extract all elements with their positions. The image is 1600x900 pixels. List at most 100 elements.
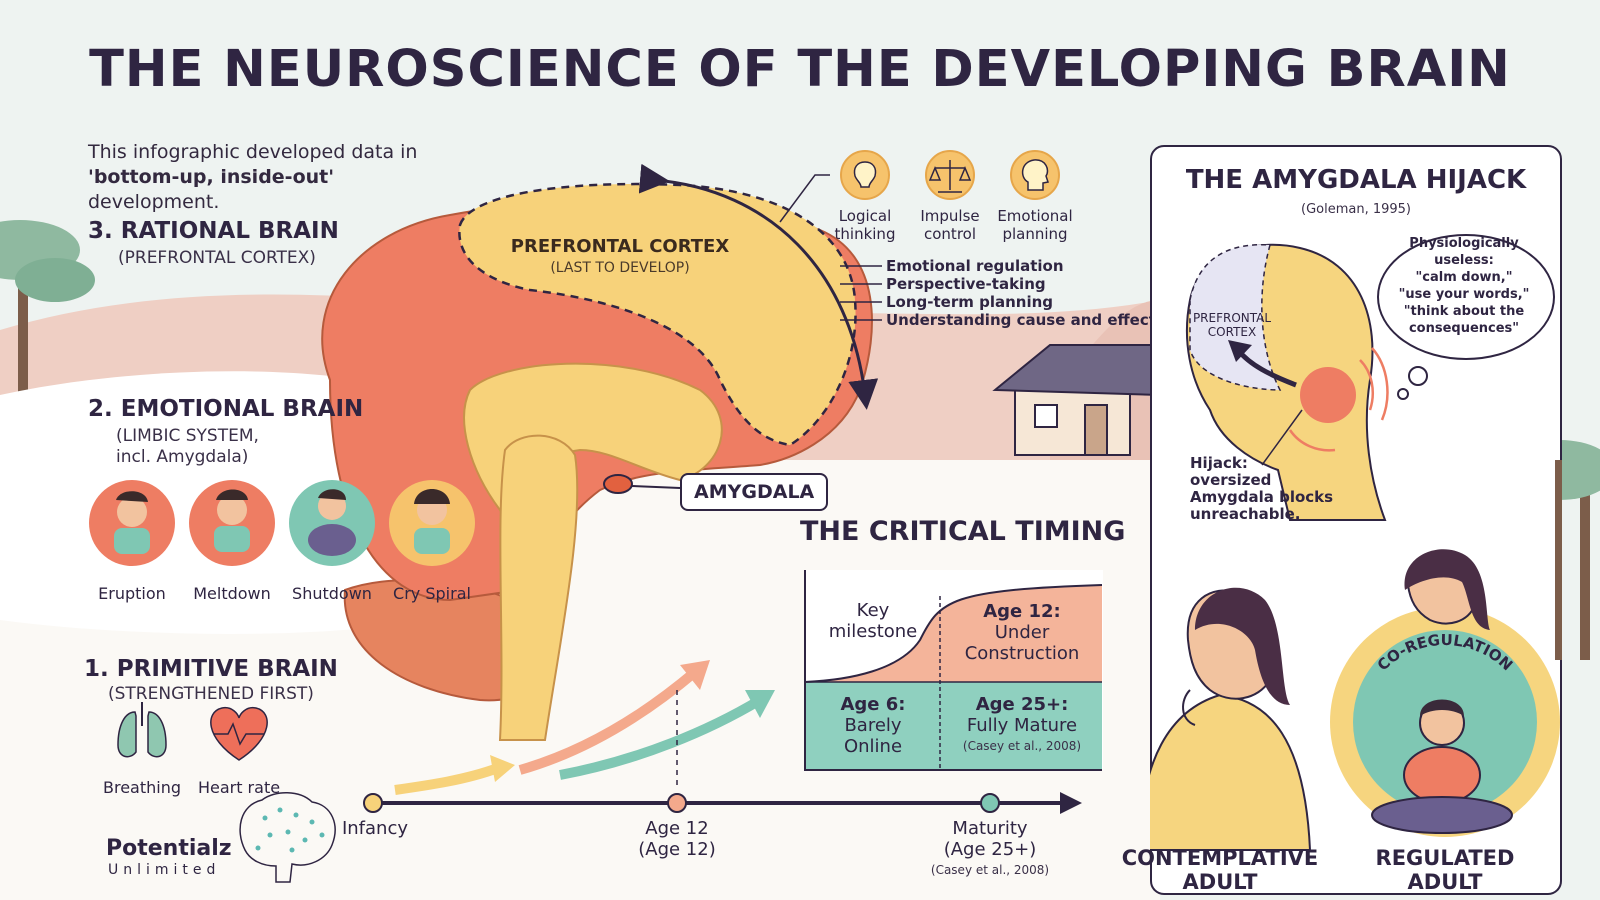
amygdala-label: AMYGDALA: [680, 473, 829, 511]
thought-line-5: "think about the: [1403, 304, 1525, 319]
skill-emotional-line-2: planning: [1002, 225, 1068, 243]
emotional-brain-title: 2. EMOTIONAL BRAIN: [88, 396, 364, 422]
timing-title: THE CRITICAL TIMING: [800, 516, 1126, 547]
logo-name: Potentialz: [106, 836, 232, 861]
thought-line-6: consequences": [1408, 321, 1520, 336]
rational-brain-subtitle: (PREFRONTAL CORTEX): [118, 248, 316, 268]
timing-age12-line-2: Under: [994, 622, 1050, 643]
timing-age6-line-1: Age 6:: [840, 694, 906, 715]
heart-rate-label: Heart rate: [197, 778, 281, 797]
function-item: Emotional regulation: [886, 257, 1064, 275]
logo-brain-icon: [239, 792, 336, 883]
prefrontal-cortex-sub: (LAST TO DEVELOP): [550, 260, 690, 276]
skill-impulse-control: Impulse control: [900, 207, 1000, 243]
hijack-cite: (Goleman, 1995): [1301, 202, 1411, 217]
emotional-subtitle-line-2: incl. Amygdala): [116, 447, 249, 467]
timing-age25-cell: Age 25+: Fully Mature (Casey et al., 200…: [944, 694, 1100, 757]
skill-logical-line-2: thinking: [834, 225, 896, 243]
timing-age12-cell: Age 12: Under Construction: [944, 601, 1100, 664]
thought-line-2: useless:: [1434, 253, 1494, 268]
primitive-brain-title: 1. PRIMITIVE BRAIN: [84, 656, 338, 682]
state-meltdown-label: Meltdown: [193, 584, 271, 603]
regulated-line-2: ADULT: [1407, 870, 1483, 894]
timing-age25-cite: (Casey et al., 2008): [962, 739, 1082, 753]
function-item: Understanding cause and effect: [886, 311, 1156, 329]
state-eruption-label: Eruption: [98, 584, 166, 603]
heart-icon: [210, 706, 268, 761]
development-arrow: [638, 163, 879, 410]
intro-line-2: development.: [88, 191, 220, 213]
timeline-age12-line-1: Age 12: [645, 818, 709, 839]
function-item: Long-term planning: [886, 293, 1054, 311]
hijack-note-line-2: oversized: [1190, 471, 1272, 489]
hijack-note-line-1: Hijack:: [1190, 454, 1248, 472]
thought-bubble-text: Physiologically useless: "calm down," "u…: [1378, 235, 1550, 337]
emotional-subtitle-line-1: (LIMBIC SYSTEM,: [116, 426, 259, 446]
timing-grid: [804, 570, 1103, 771]
breathing-label: Breathing: [102, 778, 181, 797]
prefrontal-cortex-label: PREFRONTAL CORTEX: [510, 236, 730, 257]
timeline-maturity-line-2: (Age 25+): [943, 839, 1037, 860]
timeline-dot-infancy: [363, 793, 383, 813]
hijack-pfc-line-1: PREFRONTAL: [1192, 311, 1272, 325]
timing-age25-line-1: Age 25+:: [975, 694, 1069, 715]
page-title: THE NEUROSCIENCE OF THE DEVELOPING BRAIN: [89, 40, 1511, 99]
tree-left: [0, 220, 95, 440]
state-shutdown-label: Shutdown: [292, 584, 372, 603]
timing-age6-cell: Age 6: Barely Online: [808, 694, 938, 757]
intro-text: This infographic developed data in 'bott…: [88, 140, 468, 215]
growth-arrow-3: [559, 695, 763, 780]
skill-impulse-line-1: Impulse: [920, 207, 980, 225]
hijack-title: THE AMYGDALA HIJACK: [1185, 165, 1527, 195]
state-cry-spiral-label: Cry Spiral: [393, 584, 471, 603]
primitive-brain-subtitle: (STRENGTHENED FIRST): [108, 684, 314, 704]
timing-age25-line-2: Fully Mature: [966, 715, 1078, 736]
hijack-note-line-4: unreachable.: [1190, 505, 1301, 523]
contemplative-line-2: ADULT: [1182, 870, 1258, 894]
timing-key-milestone: Key milestone: [808, 600, 938, 642]
logo-sub: Unlimited: [108, 862, 221, 878]
regulated-line-1: REGULATED: [1375, 846, 1515, 870]
timeline-infancy-label: Infancy: [341, 818, 409, 839]
timeline-age12-label: Age 12 (Age 12): [617, 818, 737, 860]
hijack-pfc-label: PREFRONTAL CORTEX: [1182, 311, 1282, 339]
emotional-brain-subtitle: (LIMBIC SYSTEM, incl. Amygdala): [116, 426, 259, 468]
contemplative-line-1: CONTEMPLATIVE: [1121, 846, 1319, 870]
hijack-note-line-3: Amygdala blocks: [1190, 488, 1334, 506]
timing-age6-line-3: Online: [843, 736, 903, 757]
prefrontal-functions-list: Emotional regulation Perspective-taking …: [886, 257, 1156, 329]
skill-impulse-line-2: control: [924, 225, 976, 243]
amygdala-dot: [603, 474, 633, 494]
thought-line-3: "calm down,": [1415, 270, 1513, 285]
growth-arrow-1: [394, 763, 500, 795]
timeline-maturity-line-1: Maturity: [952, 818, 1028, 839]
house-illustration: [992, 344, 1161, 456]
skill-emotional-planning: Emotional planning: [985, 207, 1085, 243]
hijack-note: Hijack: oversized Amygdala blocks unreac…: [1190, 455, 1350, 523]
brainstem: [498, 434, 579, 741]
growth-arrow-2: [518, 668, 699, 775]
timing-age12-line-1: Age 12:: [983, 601, 1061, 622]
timing-key-line-2: milestone: [828, 621, 918, 642]
skill-emotional-line-1: Emotional: [997, 207, 1073, 225]
function-item: Perspective-taking: [886, 275, 1046, 293]
timeline-maturity-cite: (Casey et al., 2008): [930, 863, 1050, 877]
timing-age6-line-2: Barely: [844, 715, 902, 736]
timeline-dot-maturity: [980, 793, 1000, 813]
contemplative-adult-label: CONTEMPLATIVE ADULT: [1120, 846, 1320, 894]
thought-line-1: Physiologically: [1409, 236, 1519, 251]
skill-logical-line-1: Logical: [838, 207, 892, 225]
hijack-pfc-line-2: CORTEX: [1207, 325, 1257, 339]
timing-key-line-1: Key: [856, 600, 890, 621]
timeline-maturity-label: Maturity (Age 25+) (Casey et al., 2008): [925, 818, 1055, 881]
hijack-illustration: CO-REGULATION: [1150, 234, 1562, 851]
lungs-icon: [117, 702, 167, 758]
intro-emphasis: 'bottom-up, inside-out': [88, 166, 335, 188]
thought-line-4: "use your words,": [1398, 287, 1530, 302]
timeline-age12-line-2: (Age 12): [638, 839, 716, 860]
regulated-adult-label: REGULATED ADULT: [1345, 846, 1545, 894]
skill-logical-thinking: Logical thinking: [815, 207, 915, 243]
intro-line-1: This infographic developed data in: [88, 141, 418, 163]
timeline-dot-age12: [667, 793, 687, 813]
rational-brain-title: 3. RATIONAL BRAIN: [88, 218, 339, 244]
